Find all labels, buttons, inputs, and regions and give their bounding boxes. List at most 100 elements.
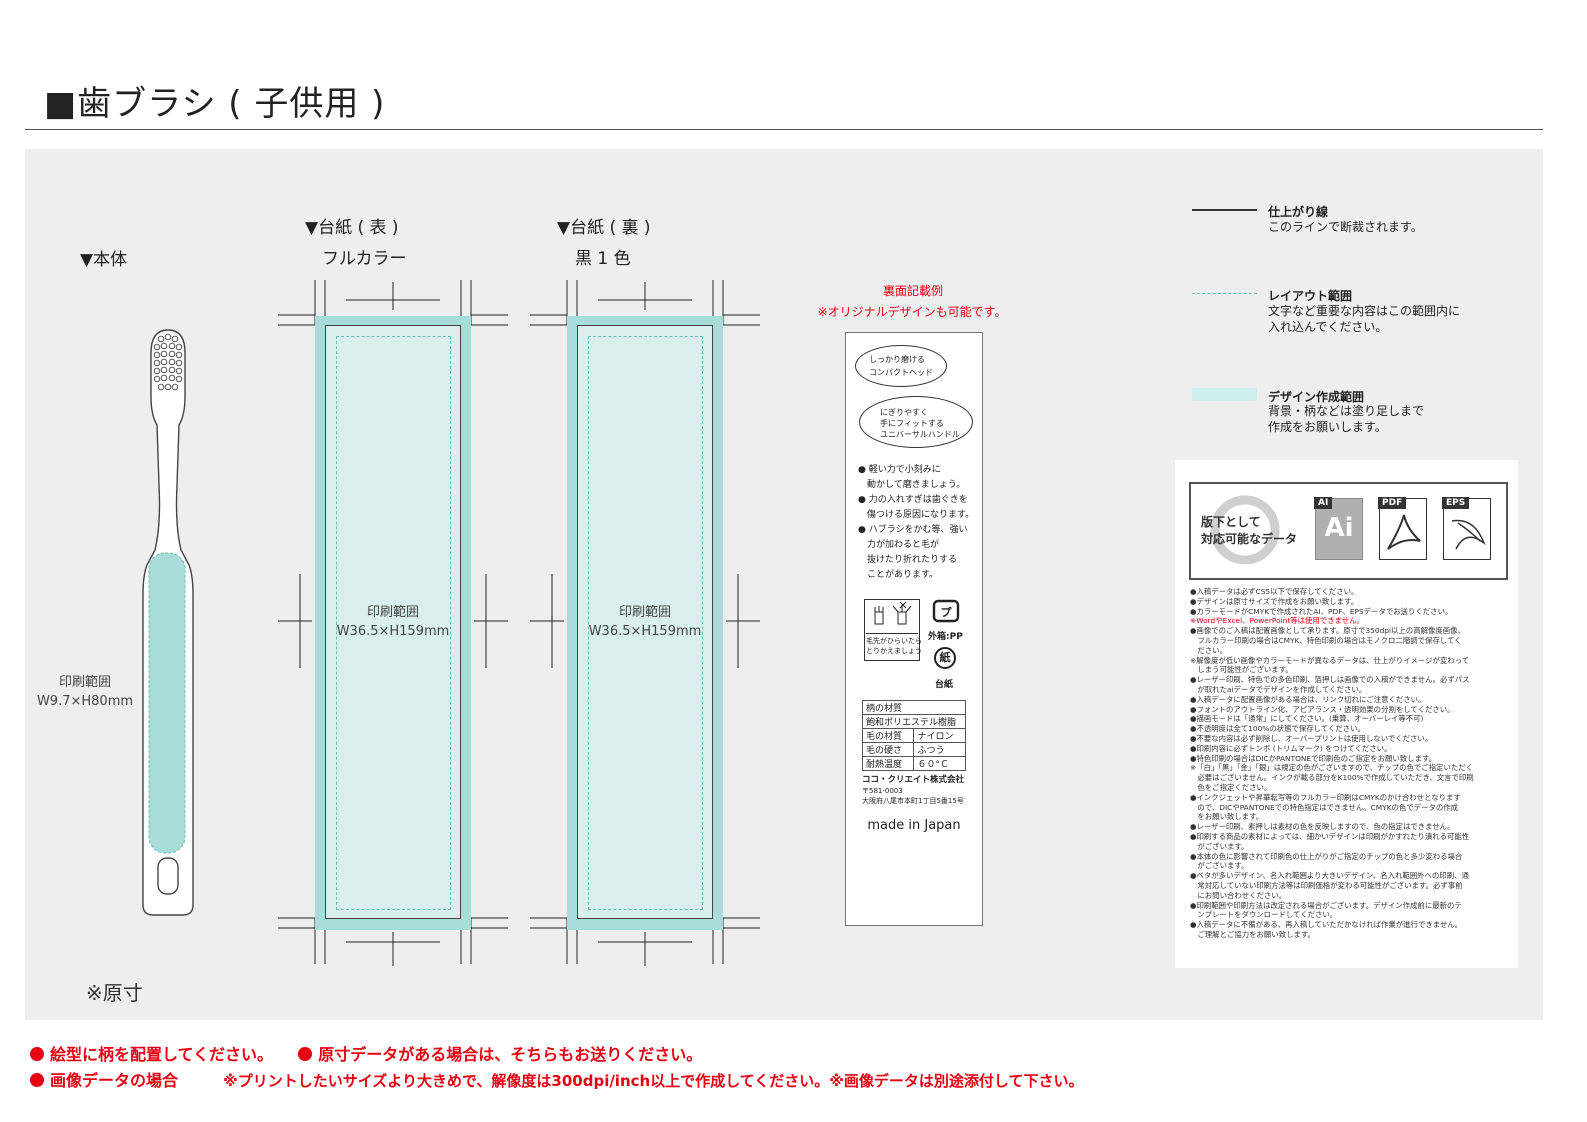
guideline-note: ●ベタが多いデザイン、名入れ範囲より大きいデザイン、名入れ範囲外への印刷、通 [1190,871,1469,881]
spec-cell: ナイロン [913,728,966,743]
made-in-label: made in Japan [867,818,961,833]
toothbrush-illustration [142,329,194,916]
guideline-note: をお願い致します。 [1190,812,1264,822]
guideline-note: ※解像度が低い画像やカラーモードが異なるデータは、仕上がりイメージが変わって [1190,655,1470,665]
layout-line-sample [1192,293,1257,294]
back-example-caption: 裏面記載例 [882,284,943,298]
spec-row: 柄の材質 [862,700,966,715]
bullet-dot [30,1047,44,1061]
back-card-bleed-area [567,316,723,930]
spec-cell: 毛の硬さ [861,742,915,757]
guideline-note: ●レーザー印刷、素押しは素材の色を反映しますので、色の指定はできません。 [1190,822,1455,832]
ai-file-tag: AI [1314,497,1333,509]
trim-line-sample [1192,209,1257,211]
back-example-card: しっかり磨ける コンパクトヘッド にぎりやすく 手にフィットする ユニバーサルハ… [845,332,983,926]
guideline-note: ●フォントのアウトライン化、アピアランス・透明効果の分割をしてください。 [1190,704,1455,714]
usage-bullet-line: 抜けたり折れたりする [858,555,958,565]
spec-row: 飽和ポリエステル樹脂 [862,714,966,729]
actual-size-note: ※原寸 [86,981,143,1005]
bottom-note-resolution: ※プリントしたいサイズより大きめで、解像度は300dpi/inch以上で作成して… [223,1072,1084,1090]
guideline-note: 色をご指定ください。 [1190,782,1272,792]
outer-box-material: 外箱:PP [928,632,963,642]
plastic-recycle-icon: プ [932,599,960,623]
guideline-note: ●印刷範囲や印刷方法は改定される場合がございます。デザイン作成前に最新のテ [1190,900,1462,910]
data-guidelines-notes: ●入稿データは必ずCS5以下で保存してください。●デザインは原寸サイズで作成をお… [1190,587,1510,940]
pdf-file-tag: PDF [1378,497,1407,509]
oval-handle-line3: ユニバーサルハンドル [880,430,960,439]
legend-layout-desc-1: 文字など重要な内容はこの範囲内に [1268,304,1461,318]
replace-brush-box: 毛先がひらいたら とりかえましょう [864,599,922,661]
paper-mark-char: 紙 [939,651,951,664]
legend-trim-desc: このラインで断裁されます。 [1268,220,1423,234]
guideline-note: ●入稿データに配置画像がある場合は、リンク切れにご注意ください。 [1190,694,1426,704]
guideline-note: ●インクジェットや昇華転写等のフルカラー印刷はCMYKのかけ合わせとなります [1190,792,1461,802]
brush-comparison-icon [874,601,912,625]
formats-heading-1: 版下として [1201,515,1261,529]
guideline-note: ●画像でのご入稿は配置画像として承ります。原寸で350dpi以上の高解像度画像、 [1190,626,1465,636]
oval-head-line2: コンパクトヘッド [869,368,933,377]
formats-heading-2: 対応可能なデータ [1201,532,1298,546]
feature-oval-handle: にぎりやすく 手にフィットする ユニバーサルハンドル [859,396,973,448]
feature-oval-head: しっかり磨ける コンパクトヘッド [855,345,947,387]
guideline-note: ●不透明度は全て100%の状態で保存してください。 [1190,724,1365,734]
guideline-note: ●カラーモードがCMYKで作成されたAI、PDF、EPSデータでお送りください。 [1190,606,1453,616]
front-card-print-area-label: 印刷範囲 [366,605,419,620]
guideline-note: ●デザインは原寸サイズで作成をお願い致します。 [1190,596,1359,606]
usage-bullet-line: ● ハブラシをかむ等、強い [858,525,968,535]
back-card-heading: ▼台紙 ( 裏 ) [557,218,651,238]
legend-trim-title: 仕上がり線 [1268,205,1329,219]
guideline-note: ※WordやExcel、PowerPoint等は使用できません。 [1190,616,1364,626]
guideline-note: ●印刷する商品の素材によっては、細かいデザインは印刷がかすれたり潰れる可能性 [1190,831,1470,841]
card-material: 台紙 [935,680,954,690]
guideline-note: ●不要な内容は必ず削除し、オーバープリントは使用しないでください。 [1190,733,1433,743]
legend-design-title: デザイン作成範囲 [1268,390,1365,404]
guideline-note: がございます。 [1190,861,1249,871]
guideline-note: ので、DICやPANTONEでの特色指定はできません。CMYKの色でデータの作成 [1190,802,1459,812]
back-card-trim-line [577,325,713,919]
spec-row: 毛の硬さふつう [861,742,966,757]
eps-pen-glyph [1451,519,1486,550]
company-address: 大阪府八尾市本町1丁目5番15号 [862,797,964,805]
guideline-note: 常対応していない印刷方法等は印刷価格が変わる可能性がございます。必ず事前 [1190,880,1463,890]
oval-head-line1: しっかり磨ける [869,355,925,364]
guideline-note: ●入稿データは必ずCS5以下で保存してください。 [1190,587,1359,596]
bottom-note-line-1: 絵型に柄を配置してください。 原寸データがある場合は、そちらもお送りください。 [30,1041,702,1065]
svg-text:プ: プ [941,605,953,619]
guideline-note: がございます。 [1190,841,1249,851]
eps-file-icon: EPS [1442,497,1491,560]
title-divider [25,129,1543,130]
usage-bullet-line: 力が加わると毛が [858,540,940,550]
spec-cell: ６０°Ｃ [913,756,966,771]
eps-file-tag: EPS [1442,497,1470,509]
front-card-heading: ▼台紙 ( 表 ) [305,218,399,238]
usage-bullet-line: ● 軽い力で小刻みに [858,465,941,475]
front-card-print-area-size: W36.5×H159mm [336,624,450,639]
pdf-acrobat-glyph [1387,514,1421,550]
bullet-dot [298,1047,313,1061]
guideline-note: 必要はございません。インクが載る部分をK100%で作成していただき、文言で印刷 [1190,773,1474,783]
guideline-note: ださい。 [1190,645,1227,655]
spec-row: 毛の材質ナイロン [861,728,966,743]
paper-recycle-icon [934,647,956,669]
usage-bullet-line: 傷つける原因になります。 [858,510,975,520]
spec-cell: 柄の材質 [862,700,966,715]
supported-formats-panel: 版下として 対応可能なデータ AI Ai PDF EPS [1189,482,1508,580]
replace-brush-line2: とりかえましょう [866,647,922,655]
guideline-note: ●印刷内容に必ずトンボ (トリムマーク) をつけてください。 [1190,743,1392,753]
back-card-print-area-size: W36.5×H159mm [588,624,702,639]
guideline-note: ンプレートをダウンロードしてください。 [1190,910,1338,920]
ai-file-glyph: Ai [1324,513,1354,543]
guideline-note: が取れたaiデータでデザインを作成してください。 [1190,684,1367,694]
back-example-note: ※オリジナルデザインも可能です。 [817,305,1007,319]
front-card-layout-area [336,336,451,910]
guideline-note: ●特色印刷の場合はDICかPANTONEで印刷色のご指定をお願い致します。 [1190,753,1436,763]
front-card-bleed-area [315,316,471,930]
legend-layout-title: レイアウト範囲 [1268,289,1353,303]
bottom-note-pattern: 絵型に柄を配置してください。 [50,1045,274,1064]
spec-cell: 毛の材質 [861,728,915,743]
legend-layout-desc-2: 入れ込んでください。 [1268,320,1388,334]
back-card-print-area-label: 印刷範囲 [618,605,671,620]
design-area-sample [1192,388,1257,401]
back-card-color-mode: 黒 1 色 [575,249,631,269]
pdf-file-icon: PDF [1378,497,1427,560]
